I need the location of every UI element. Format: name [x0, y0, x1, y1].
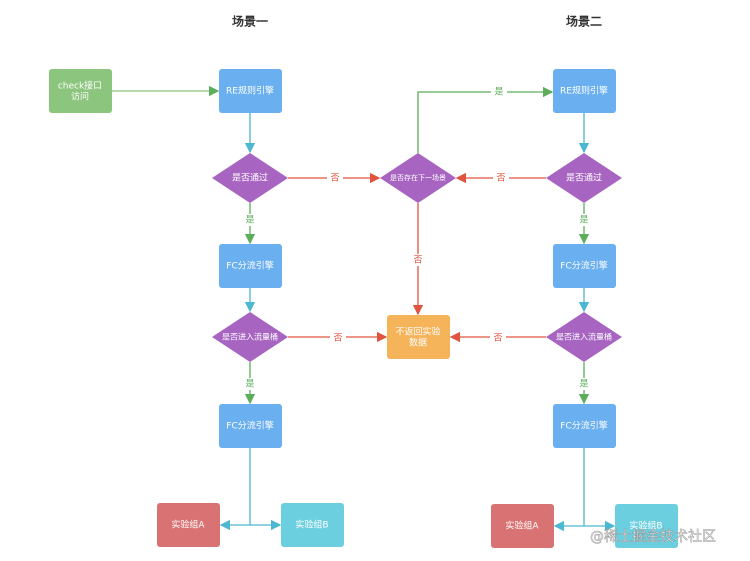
- label-no: 否: [413, 255, 422, 266]
- svg-text:数据: 数据: [409, 337, 427, 349]
- node-group-b-2: 实验组B: [615, 504, 678, 548]
- label-no: 否: [333, 333, 342, 344]
- svg-text:实验组B: 实验组B: [629, 520, 662, 532]
- node-re-engine: RE规则引擎: [219, 69, 282, 113]
- scene1-title: 场景一: [232, 15, 268, 29]
- svg-text:FC分流引擎: FC分流引擎: [560, 420, 607, 432]
- node-group-a: 实验组A: [157, 503, 220, 547]
- node-fc-engine-lower-2: FC分流引擎: [553, 404, 616, 448]
- svg-text:RE规则引擎: RE规则引擎: [226, 85, 274, 97]
- node-check: check接口 访问: [49, 69, 112, 113]
- label-yes: 是: [579, 215, 588, 226]
- edge-next-scene-yes: [417, 86, 554, 153]
- svg-text:实验组B: 实验组B: [295, 519, 328, 531]
- node-group-a-2: 实验组A: [491, 504, 554, 548]
- watermark: @稀土掘金技术社区: [590, 529, 716, 545]
- label-yes: 是: [579, 379, 588, 390]
- label-yes: 是: [494, 87, 503, 98]
- decision-pass: 是否通过: [212, 153, 288, 203]
- svg-text:实验组A: 实验组A: [505, 520, 539, 532]
- svg-text:check接口: check接口: [58, 80, 102, 92]
- svg-text:是否通过: 是否通过: [232, 172, 268, 184]
- svg-text:访问: 访问: [71, 91, 89, 103]
- node-re-engine-2: RE规则引擎: [553, 69, 616, 113]
- svg-text:是否进入流量桶: 是否进入流量桶: [556, 332, 612, 342]
- svg-text:FC分流引擎: FC分流引擎: [226, 420, 273, 432]
- svg-text:是否存在下一场景: 是否存在下一场景: [390, 173, 446, 182]
- svg-text:是否进入流量桶: 是否进入流量桶: [222, 332, 278, 342]
- label-yes: 是: [245, 379, 254, 390]
- node-no-data: 不返回实验 数据: [387, 315, 450, 359]
- svg-text:是否通过: 是否通过: [566, 172, 602, 184]
- svg-text:实验组A: 实验组A: [171, 519, 205, 531]
- label-yes: 是: [245, 215, 254, 226]
- svg-text:不返回实验: 不返回实验: [395, 326, 440, 338]
- svg-text:FC分流引擎: FC分流引擎: [226, 260, 273, 272]
- node-fc-engine-lower: FC分流引擎: [219, 404, 282, 448]
- label-no: 否: [496, 173, 505, 184]
- decision-pass-2: 是否通过: [546, 153, 622, 203]
- scene2-title: 场景二: [566, 15, 602, 29]
- label-no: 否: [330, 173, 339, 184]
- decision-next-scene: 是否存在下一场景: [380, 153, 456, 203]
- node-fc-engine: FC分流引擎: [219, 244, 282, 288]
- decision-bucket: 是否进入流量桶: [212, 312, 288, 362]
- svg-text:FC分流引擎: FC分流引擎: [560, 260, 607, 272]
- svg-text:RE规则引擎: RE规则引擎: [560, 85, 608, 97]
- node-group-b: 实验组B: [281, 503, 344, 547]
- decision-bucket-2: 是否进入流量桶: [546, 312, 622, 362]
- node-fc-engine-2: FC分流引擎: [553, 244, 616, 288]
- label-no: 否: [493, 333, 502, 344]
